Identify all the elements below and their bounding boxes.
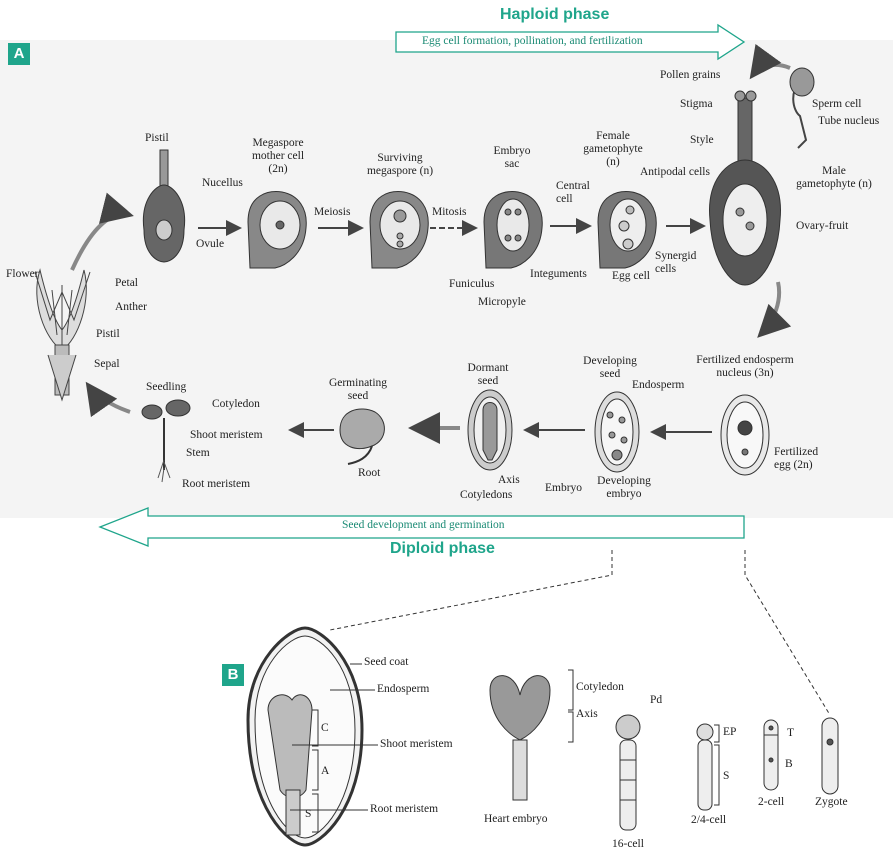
fertilized-endosperm-title: Fertilized endosperm nucleus (3n) [680, 354, 810, 380]
b-label: B [785, 758, 793, 771]
seedling-title: Seedling [146, 381, 186, 394]
cell16-drawing [616, 715, 640, 830]
developing-embryo-label: Developing embryo [592, 475, 656, 501]
synergid-label: Synergid cells [655, 250, 705, 276]
mitosis-label: Mitosis [432, 206, 467, 219]
endosperm-label: Endosperm [632, 379, 684, 392]
heart-embryo-label: Heart embryo [484, 813, 548, 826]
seedling-cotyledon-label: Cotyledon [212, 398, 260, 411]
connector-right [745, 550, 830, 715]
embryo-sac-drawing [484, 192, 542, 268]
pd-label: Pd [650, 694, 662, 707]
dormant-seed-drawing [468, 390, 512, 470]
haploid-phase-title: Haploid phase [500, 6, 609, 24]
anther-label: Anther [115, 301, 147, 314]
cotyledon-label: Cotyledon [576, 681, 624, 694]
haploid-banner-text: Egg cell formation, pollination, and fer… [422, 35, 643, 47]
s-label: S [305, 808, 311, 821]
surviving-megaspore-drawing [370, 192, 428, 268]
panel-b-root-meristem-label: Root meristem [370, 803, 438, 816]
fertilized-drawing [721, 395, 769, 475]
t-label: T [787, 727, 794, 740]
megaspore-mother-drawing [248, 192, 306, 268]
stigma-label: Stigma [680, 98, 713, 111]
dormant-seed-title: Dormant seed [462, 362, 514, 388]
connector-left [330, 550, 612, 630]
seed-coat-label: Seed coat [364, 656, 408, 669]
nucellus-label: Nucellus [202, 177, 243, 190]
panel-b-axis-label: Axis [576, 708, 598, 721]
style-label: Style [690, 134, 714, 147]
zygote-label: Zygote [815, 796, 848, 809]
male-gametophyte-title: Male gametophyte (n) [792, 165, 876, 191]
fruit-to-fertilized-arrow [760, 282, 779, 335]
antipodal-label: Antipodal cells [640, 166, 710, 179]
seedling-drawing [142, 400, 190, 482]
axis-label: Axis [498, 474, 520, 487]
sepal-label: Sepal [94, 358, 120, 371]
cell2-drawing [764, 720, 778, 790]
funiculus-label: Funiculus [449, 278, 494, 291]
fertilized-egg-label: Fertilized egg (2n) [774, 446, 830, 472]
megaspore-mother-title: Megaspore mother cell (2n) [246, 137, 310, 176]
pollen-grains-label: Pollen grains [660, 69, 720, 82]
developing-seed-drawing [595, 392, 639, 472]
zygote-drawing [822, 718, 838, 794]
arrow-seedling-flower [88, 385, 130, 412]
a-label: A [321, 765, 329, 778]
embryo-sac-title: Embryo sac [490, 145, 534, 171]
seedling-stem-label: Stem [186, 447, 210, 460]
developing-seed-title: Developing seed [578, 355, 642, 381]
cell24-label: 2/4-cell [691, 814, 726, 827]
flower-drawing [35, 270, 90, 400]
flower-pistil-label: Pistil [96, 328, 120, 341]
ovule-label: Ovule [196, 238, 224, 251]
female-gametophyte-title: Female gametophyte (n) [578, 130, 648, 169]
micropyle-label: Micropyle [478, 296, 526, 309]
cell24-drawing [697, 724, 719, 810]
pistil-drawing [143, 150, 184, 262]
surviving-megaspore-title: Surviving megaspore (n) [352, 152, 448, 178]
germinating-seed-drawing [340, 409, 384, 464]
c-label: C [321, 722, 329, 735]
panel-a-badge: A [8, 43, 30, 65]
panel-b-shoot-meristem-label: Shoot meristem [380, 738, 453, 751]
germinating-seed-title: Germinating seed [324, 377, 392, 403]
egg-cell-label: Egg cell [612, 270, 650, 283]
heart-embryo-drawing [490, 670, 573, 800]
s2-label: S [723, 770, 729, 783]
integuments-label: Integuments [530, 268, 587, 281]
central-cell-label: Central cell [556, 180, 600, 206]
pollen-arrow [752, 65, 790, 76]
diploid-banner-text: Seed development and germination [342, 519, 505, 531]
sperm-cell-label: Sperm cell [812, 98, 862, 111]
petal-label: Petal [115, 277, 138, 290]
panel-b-endosperm-label: Endosperm [377, 683, 429, 696]
seedling-shoot-meristem-label: Shoot meristem [190, 429, 263, 442]
root-label: Root [358, 467, 380, 480]
meiosis-label: Meiosis [314, 206, 350, 219]
panel-b-badge: B [222, 664, 244, 686]
embryo-label: Embryo [545, 482, 582, 495]
tube-nucleus-label: Tube nucleus [818, 115, 879, 128]
ep-label: EP [723, 726, 736, 739]
female-gametophyte-drawing [598, 192, 656, 268]
flower-label: Flower [6, 268, 39, 281]
cell16-label: 16-cell [612, 838, 644, 851]
pistil-title: Pistil [145, 132, 169, 145]
cell2-label: 2-cell [758, 796, 784, 809]
cotyledons-label: Cotyledons [460, 489, 512, 502]
seedling-root-meristem-label: Root meristem [182, 478, 250, 491]
diploid-phase-title: Diploid phase [390, 540, 495, 558]
ovary-fruit-label: Ovary-fruit [796, 220, 848, 233]
flower-to-pistil-arrow [72, 214, 130, 270]
